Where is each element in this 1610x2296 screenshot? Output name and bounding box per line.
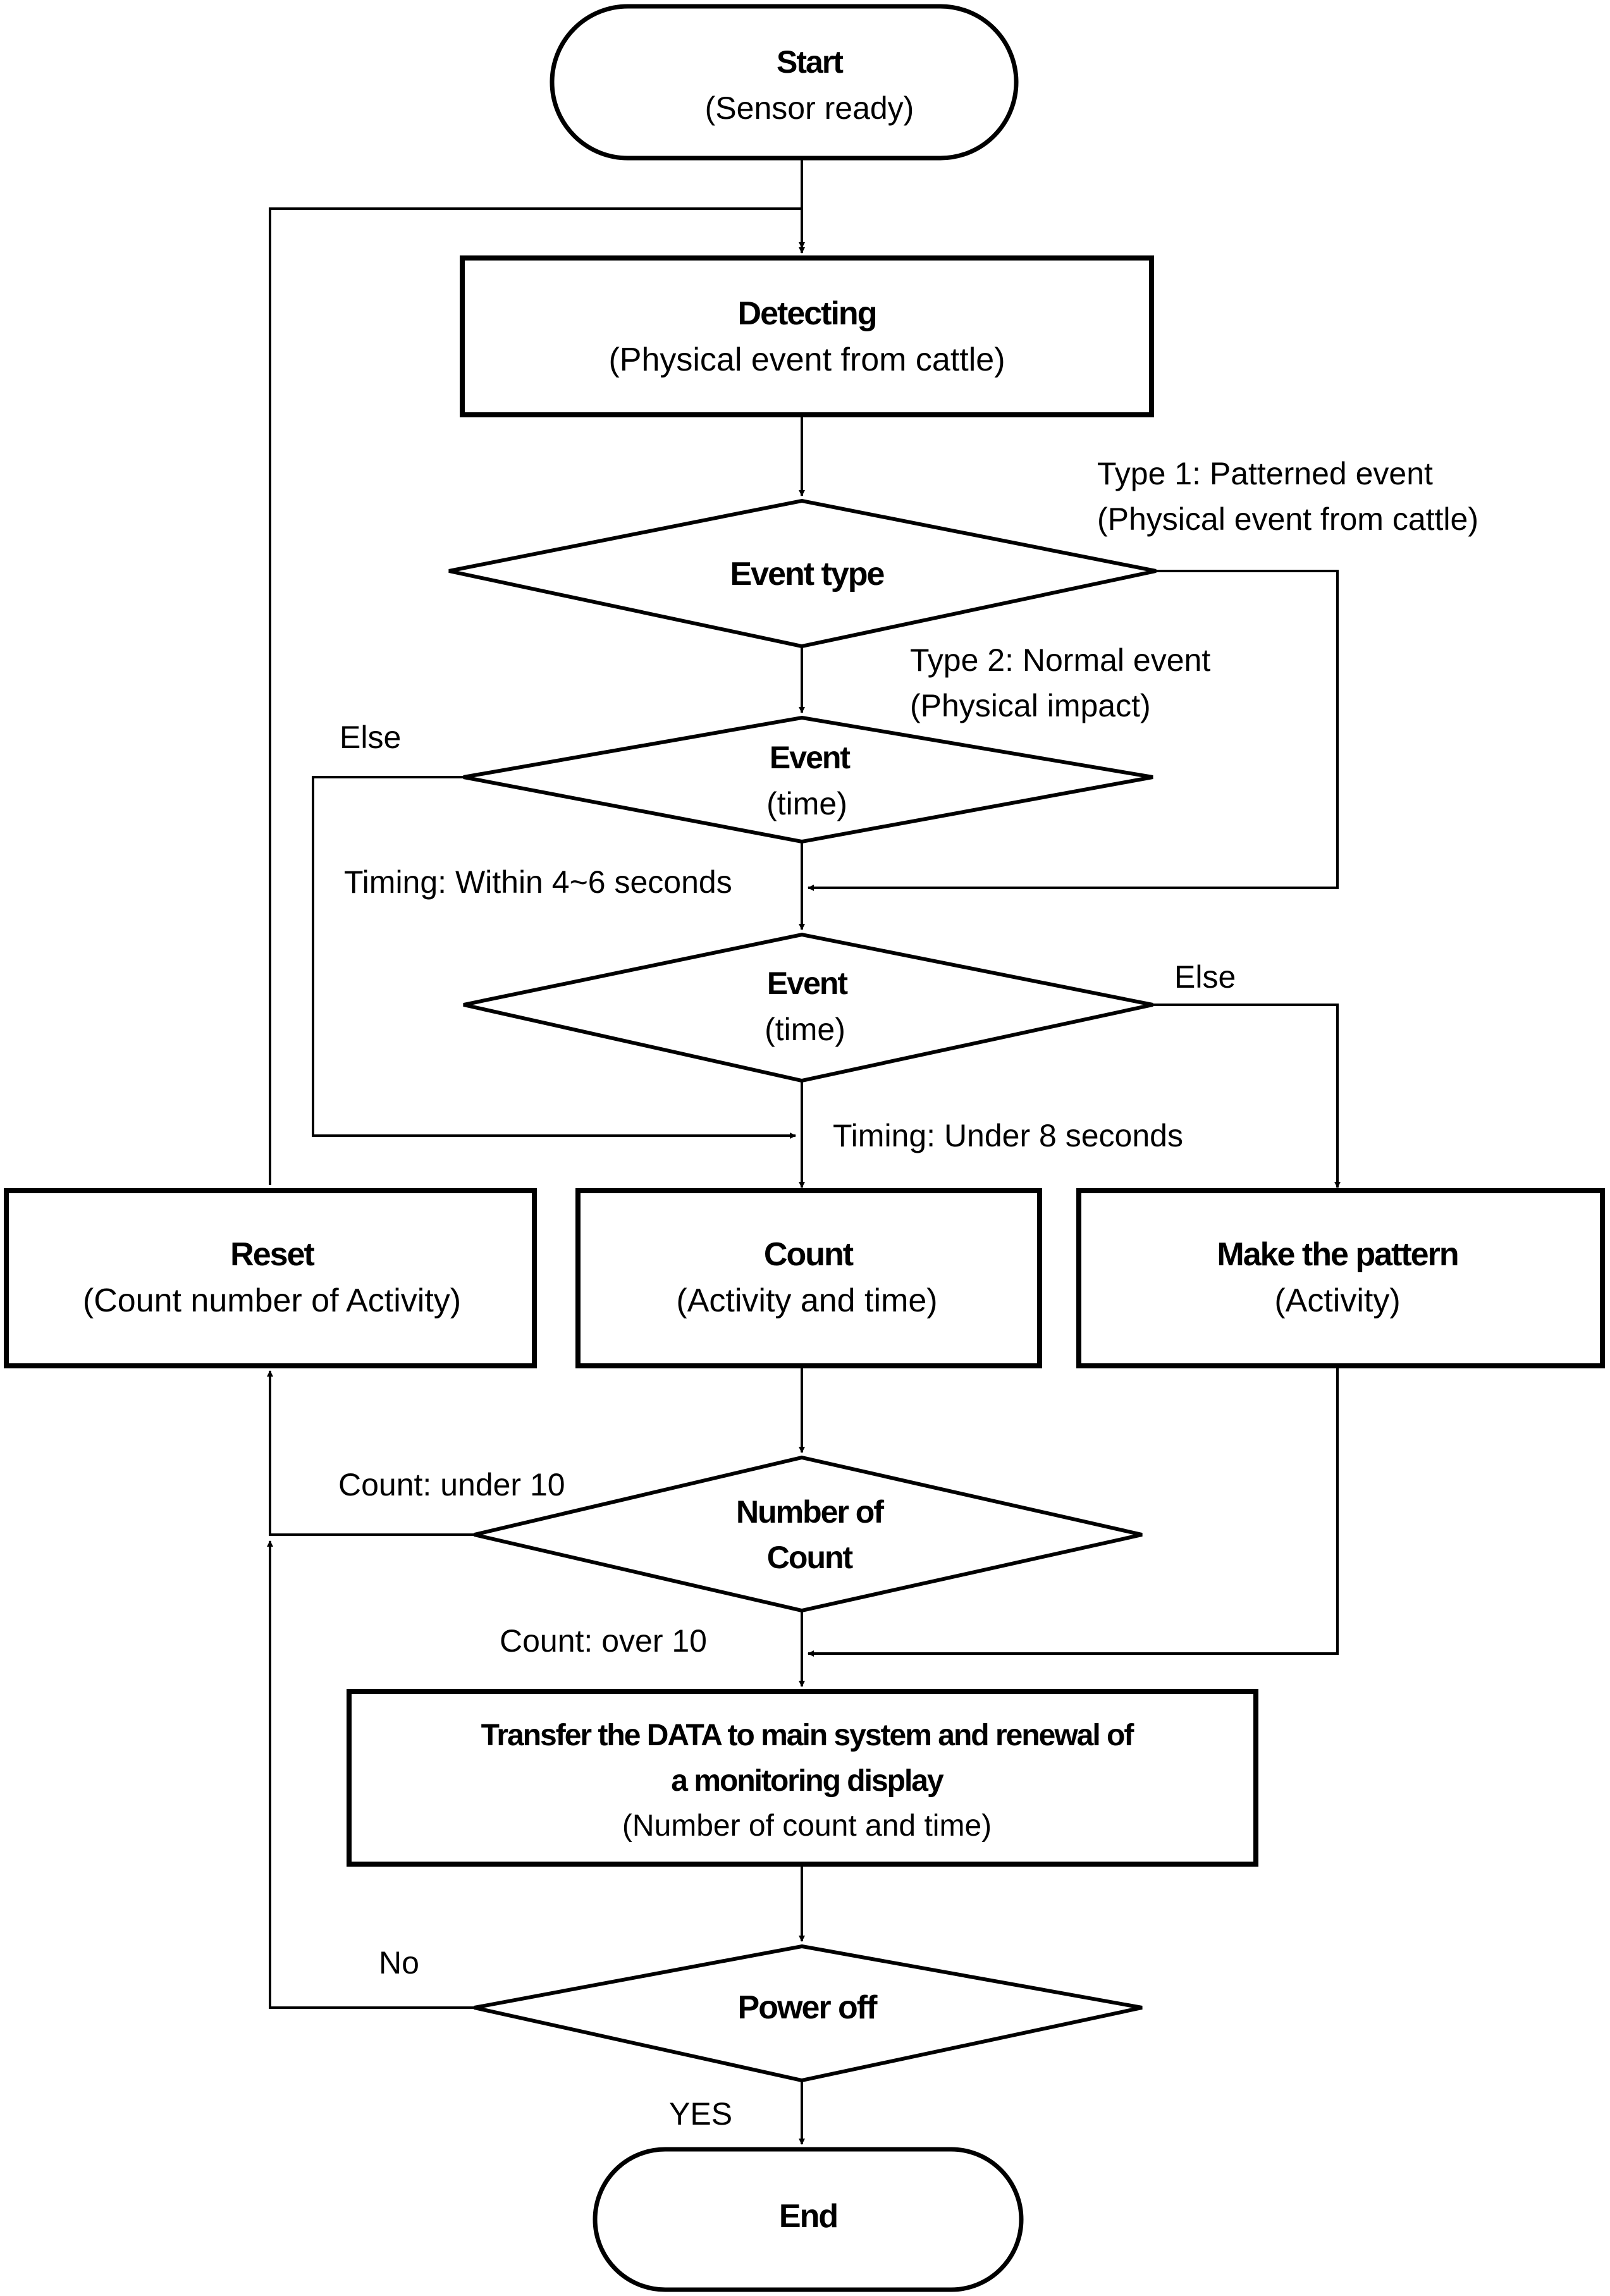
edge-power-off-no-to-reset xyxy=(267,1540,474,2009)
event-time-2-title: Event xyxy=(767,966,849,1001)
event-time-2-decision: Event (time) xyxy=(463,932,1153,1083)
make-pattern-subtitle: (Activity) xyxy=(1274,1282,1400,1319)
timing-under-label: Timing: Under 8 seconds xyxy=(833,1118,1183,1153)
else-label-1: Else xyxy=(340,720,401,755)
transfer-line2: a monitoring display xyxy=(671,1764,944,1798)
number-of-count-decision: Number of Count xyxy=(474,1455,1143,1613)
edge-reset-loop xyxy=(269,207,805,1185)
connectors xyxy=(267,158,1341,2145)
edge-labels: Type 1: Patterned event (Physical event … xyxy=(338,456,1478,2132)
count-over-label: Count: over 10 xyxy=(500,1623,707,1659)
number-of-count-line1: Number of xyxy=(736,1494,884,1530)
event-time-2-subtitle: (time) xyxy=(765,1012,845,1047)
reset-subtitle: (Count number of Activity) xyxy=(83,1282,461,1319)
event-type-decision: Event type xyxy=(448,498,1157,649)
transfer-line1: Transfer the DATA to main system and ren… xyxy=(481,1719,1135,1752)
reset-node: Reset (Count number of Activity) xyxy=(4,1188,537,1368)
count-under-label: Count: under 10 xyxy=(338,1467,565,1502)
type2-label-line2: (Physical impact) xyxy=(910,688,1151,723)
make-pattern-title: Make the pattern xyxy=(1217,1236,1458,1273)
make-pattern-node: Make the pattern (Activity) xyxy=(1076,1188,1605,1368)
event-time-1-title: Event xyxy=(770,740,851,775)
event-time-1-decision: Event (time) xyxy=(463,715,1153,844)
end-node: End xyxy=(593,2147,1024,2292)
transfer-subtitle: (Number of count and time) xyxy=(622,1809,992,1843)
start-title: Start xyxy=(777,44,844,80)
power-off-decision: Power off xyxy=(474,1944,1143,2083)
count-subtitle: (Activity and time) xyxy=(676,1282,937,1319)
reset-title: Reset xyxy=(230,1236,314,1273)
event-type-title: Event type xyxy=(730,556,885,592)
else-label-2: Else xyxy=(1174,959,1236,995)
yes-label: YES xyxy=(669,2096,732,2132)
no-label: No xyxy=(379,1945,419,1980)
number-of-count-line2: Count xyxy=(767,1540,854,1575)
edge-type1-to-merge xyxy=(808,570,1339,891)
detecting-node: Detecting (Physical event from cattle) xyxy=(460,255,1154,417)
edge-count-under-to-reset xyxy=(267,1370,474,1536)
detecting-title: Detecting xyxy=(738,295,876,332)
edge-else-2-to-make-pattern xyxy=(1153,1004,1341,1188)
transfer-node: Transfer the DATA to main system and ren… xyxy=(347,1689,1258,1867)
count-node: Count (Activity and time) xyxy=(575,1188,1042,1368)
end-title: End xyxy=(779,2198,837,2235)
type2-label-line1: Type 2: Normal event xyxy=(910,642,1210,678)
start-subtitle: (Sensor ready) xyxy=(705,90,914,126)
event-time-1-subtitle: (time) xyxy=(766,786,847,821)
detecting-subtitle: (Physical event from cattle) xyxy=(608,341,1005,378)
timing-within-label: Timing: Within 4~6 seconds xyxy=(344,864,732,900)
edge-make-pattern-to-transfer xyxy=(808,1367,1339,1657)
edge-else-1-to-count xyxy=(312,776,796,1139)
count-title: Count xyxy=(764,1236,854,1273)
power-off-title: Power off xyxy=(738,1989,878,2026)
type1-label-line1: Type 1: Patterned event xyxy=(1097,456,1433,491)
start-node: Start (Sensor ready) xyxy=(550,4,1019,161)
type1-label-line2: (Physical event from cattle) xyxy=(1097,501,1478,537)
